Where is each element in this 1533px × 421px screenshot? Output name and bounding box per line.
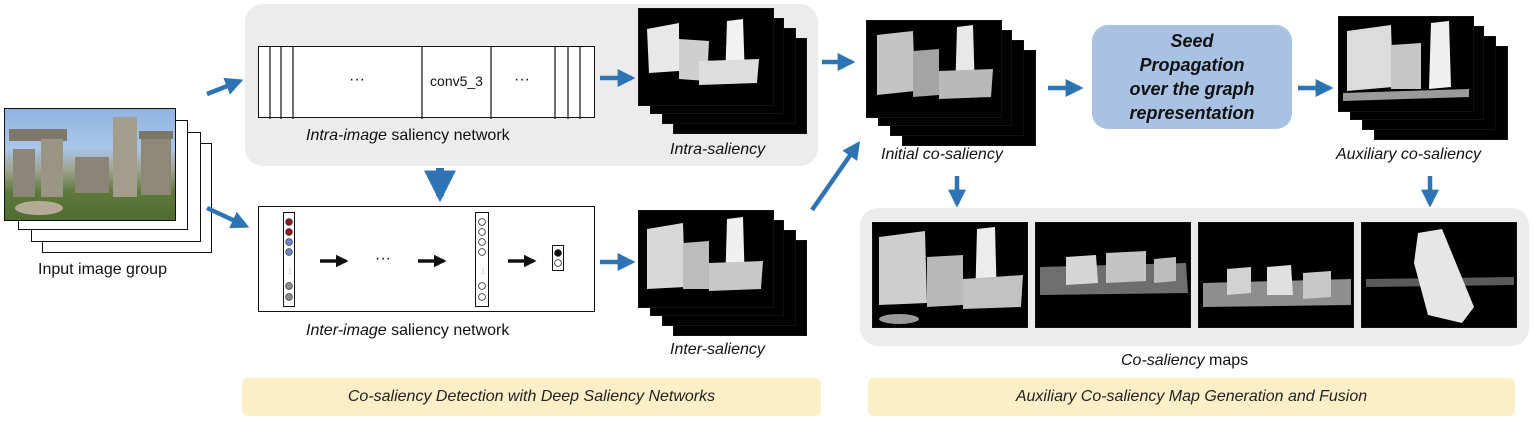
output-neuron-column [552,245,564,271]
auxiliary-co-saliency-label: Auxiliary co-saliency [1336,146,1481,163]
conv5-3-label: conv5_3 [430,73,483,89]
right-stage-caption: Auxiliary Co-saliency Map Generation and… [868,378,1515,416]
intra-dots-left: ··· [349,71,365,88]
arrow-inter-to-initial [810,141,861,212]
initial-co-saliency-map [866,20,1002,118]
inter-dots: ··· [375,250,391,267]
initial-co-saliency-label: Initial co-saliency [881,146,1003,163]
seed-line-3: over the graph [1129,79,1255,99]
arrow-input-to-inter [206,205,250,229]
input-neuron-column: ⋮ [283,212,295,307]
intra-dots-right: ··· [514,71,530,88]
svg-text:⋮: ⋮ [287,269,293,275]
co-saliency-map-1 [872,222,1028,328]
co-saliency-map-4 [1361,222,1517,328]
svg-text:⋮: ⋮ [480,269,486,275]
intra-network-layers [269,47,581,119]
input-label: Input image group [38,261,167,278]
seed-line-4: representation [1129,103,1255,123]
intra-network-label: Intra-image saliency network [306,127,510,144]
intra-saliency-label: Intra-saliency [670,141,766,158]
inter-saliency-map [638,210,774,308]
co-saliency-map-2 [1035,222,1191,328]
inter-network-box: ⋮ ··· ⋮ [258,206,595,312]
inter-saliency-label: Inter-saliency [670,341,765,358]
seed-line-1: Seed [1170,31,1214,51]
inter-network-label: Inter-image saliency network [306,322,510,339]
left-stage-caption: Co-saliency Detection with Deep Saliency… [242,378,821,416]
hidden-neuron-column: ⋮ [475,212,489,307]
seed-propagation-box: Seed Propagation over the graph represen… [1092,25,1292,129]
input-image [4,108,176,221]
auxiliary-co-saliency-map [1338,16,1474,112]
seed-line-2: Propagation [1139,55,1245,75]
co-saliency-maps-label: Co-saliency maps [1121,352,1249,369]
arrow-input-to-intra [206,77,244,97]
co-saliency-map-3 [1198,222,1354,328]
stonehenge-picture [9,117,173,215]
intra-saliency-map [638,8,774,106]
intra-network-box: ··· conv5_3 ··· [258,46,595,119]
